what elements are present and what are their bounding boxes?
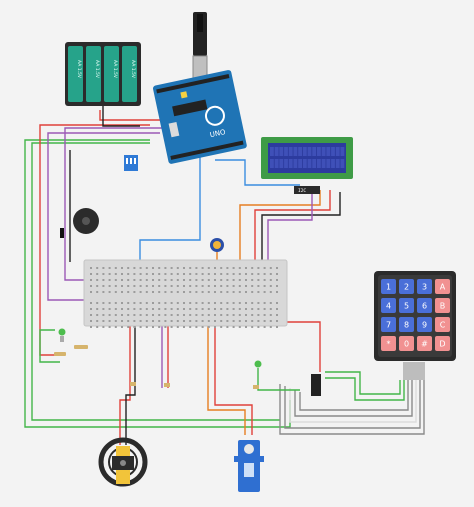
- svg-text:6: 6: [422, 302, 427, 311]
- svg-text:*: *: [387, 340, 391, 349]
- keypad-key-A[interactable]: A: [435, 279, 450, 294]
- servo-motor: [234, 440, 264, 492]
- svg-text:0: 0: [404, 340, 409, 349]
- svg-text:1: 1: [386, 283, 391, 292]
- svg-text:D: D: [439, 340, 445, 349]
- battery-cell: [104, 46, 119, 102]
- battery-cell-label: AA 1.5V: [76, 60, 82, 79]
- svg-text:A: A: [440, 283, 446, 292]
- arduino-board: UNO: [153, 12, 247, 164]
- battery-cell-label: AA 1.5V: [112, 60, 118, 79]
- keypad-key-0[interactable]: 0: [399, 336, 414, 351]
- wires: [24, 105, 425, 445]
- svg-text:#: #: [421, 340, 428, 349]
- piezo-buzzer: [60, 208, 99, 238]
- keypad-key-B[interactable]: B: [435, 298, 450, 313]
- svg-text:B: B: [440, 302, 446, 311]
- keypad-key-2[interactable]: 2: [399, 279, 414, 294]
- keypad-key-#[interactable]: #: [417, 336, 432, 351]
- svg-text:9: 9: [422, 321, 427, 330]
- lcd-display: I2C: [261, 137, 353, 194]
- svg-text:C: C: [440, 321, 446, 330]
- svg-text:8: 8: [404, 321, 409, 330]
- dip-switch: [124, 155, 138, 171]
- battery-cell-label: AA 1.5V: [94, 60, 100, 79]
- keypad-key-D[interactable]: D: [435, 336, 450, 351]
- led-right: [254, 360, 262, 368]
- resistors: [54, 345, 259, 389]
- keypad-key-8[interactable]: 8: [399, 317, 414, 332]
- svg-text:2: 2: [404, 283, 409, 292]
- keypad: 1 2 3 A 4 5 6 B 7 8 9 C * 0 # D: [374, 271, 456, 380]
- led-left: [58, 328, 66, 342]
- svg-text:4: 4: [386, 302, 391, 311]
- battery-cell: [86, 46, 101, 102]
- keypad-key-4[interactable]: 4: [381, 298, 396, 313]
- keypad-key-7[interactable]: 7: [381, 317, 396, 332]
- keypad-key-5[interactable]: 5: [399, 298, 414, 313]
- breadboard: [83, 259, 288, 328]
- dc-motor-wheel: [98, 437, 148, 487]
- battery-cell: [68, 46, 83, 102]
- battery-cell-label: AA 1.5V: [130, 60, 136, 79]
- ic-chip: [311, 374, 321, 396]
- svg-text:3: 3: [422, 283, 427, 292]
- svg-text:7: 7: [386, 321, 391, 330]
- arduino-label: UNO: [209, 128, 227, 139]
- keypad-key-3[interactable]: 3: [417, 279, 432, 294]
- potentiometer: [210, 238, 224, 252]
- keypad-key-9[interactable]: 9: [417, 317, 432, 332]
- keypad-key-C[interactable]: C: [435, 317, 450, 332]
- i2c-module-label: I2C: [298, 188, 306, 194]
- battery-cell: [122, 46, 137, 102]
- keypad-key-*[interactable]: *: [381, 336, 396, 351]
- battery-pack: AA 1.5V AA 1.5V AA 1.5V AA 1.5V: [65, 42, 141, 106]
- keypad-key-1[interactable]: 1: [381, 279, 396, 294]
- svg-text:5: 5: [404, 302, 409, 311]
- keypad-key-6[interactable]: 6: [417, 298, 432, 313]
